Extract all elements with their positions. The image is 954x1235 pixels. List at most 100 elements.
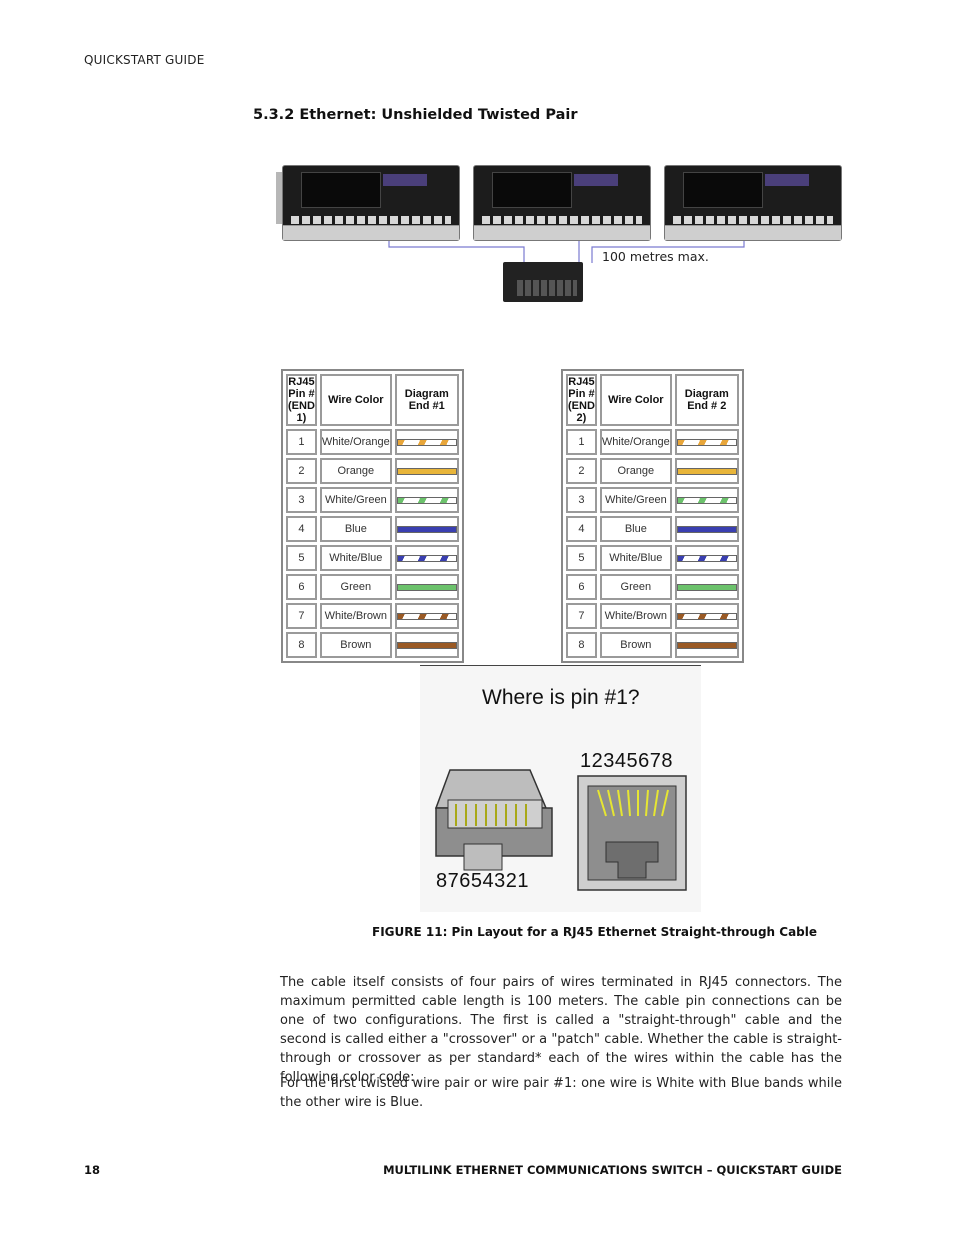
ethernet-switch	[503, 262, 583, 302]
wire-swatch	[676, 467, 737, 475]
wire-diagram-cell	[674, 603, 739, 629]
pin-number-cell: 5	[566, 545, 597, 571]
wire-swatch	[396, 438, 457, 446]
wire-color-cell: Brown	[319, 632, 392, 658]
wire-color-cell: Green	[319, 574, 392, 600]
pin-table-end-1: RJ45 Pin # (END 1) Wire Color Diagram En…	[281, 369, 464, 663]
wire-color-cell: Brown	[599, 632, 672, 658]
wire-diagram-cell	[394, 545, 459, 571]
wire-diagram-cell	[674, 429, 739, 455]
wire-swatch	[676, 641, 737, 649]
wire-swatch	[396, 641, 457, 649]
wire-swatch	[676, 525, 737, 533]
pin-number-cell: 4	[286, 516, 317, 542]
pin-number-cell: 8	[286, 632, 317, 658]
wire-diagram-cell	[394, 516, 459, 542]
figure-caption: FIGURE 11: Pin Layout for a RJ45 Etherne…	[372, 925, 818, 939]
relay-device-3	[664, 165, 842, 241]
wire-color-cell: White/Orange	[319, 429, 392, 455]
column-header: Diagram End #1	[394, 374, 459, 426]
wire-diagram-cell	[674, 487, 739, 513]
wire-color-cell: Blue	[599, 516, 672, 542]
wire-color-cell: Orange	[319, 458, 392, 484]
rj45-jack-illustration	[577, 775, 687, 891]
column-header: Diagram End # 2	[674, 374, 739, 426]
wire-swatch	[676, 583, 737, 591]
page-number: 18	[84, 1163, 101, 1177]
pin-number-cell: 5	[286, 545, 317, 571]
wire-color-cell: White/Orange	[599, 429, 672, 455]
wire-diagram-cell	[394, 429, 459, 455]
pin-number-cell: 3	[286, 487, 317, 513]
column-header: RJ45 Pin # (END 2)	[566, 374, 597, 426]
pin-number-cell: 1	[286, 429, 317, 455]
pin-number-cell: 8	[566, 632, 597, 658]
wire-diagram-cell	[674, 516, 739, 542]
pin-number-cell: 7	[286, 603, 317, 629]
column-header: RJ45 Pin # (END 1)	[286, 374, 317, 426]
wire-diagram-cell	[674, 458, 739, 484]
body-paragraph: For the first twisted wire pair or wire …	[280, 1076, 842, 1110]
wire-diagram-cell	[394, 458, 459, 484]
wire-color-cell: White/Brown	[319, 603, 392, 629]
wire-diagram-cell	[394, 574, 459, 600]
body-paragraph: The cable itself consists of four pairs …	[280, 975, 842, 1085]
cable-lines	[388, 237, 745, 263]
rj45-figure-title: Where is pin #1?	[482, 686, 640, 709]
pin-number-cell: 1	[566, 429, 597, 455]
plug-pin-numbers: 87654321	[436, 870, 529, 892]
pin-number-cell: 4	[566, 516, 597, 542]
wire-diagram-cell	[674, 545, 739, 571]
pin-number-cell: 7	[566, 603, 597, 629]
wire-diagram-cell	[394, 603, 459, 629]
column-header: Wire Color	[599, 374, 672, 426]
section-title: 5.3.2 Ethernet: Unshielded Twisted Pair	[253, 107, 578, 123]
wire-color-cell: White/Blue	[319, 545, 392, 571]
pin-table-end-2: RJ45 Pin # (END 2) Wire Color Diagram En…	[561, 369, 744, 663]
wire-swatch	[396, 554, 457, 562]
wire-color-cell: White/Blue	[599, 545, 672, 571]
wire-diagram-cell	[674, 632, 739, 658]
jack-pin-numbers: 12345678	[580, 750, 673, 772]
running-header: QUICKSTART GUIDE	[84, 53, 205, 67]
pin-number-cell: 6	[566, 574, 597, 600]
wire-swatch	[676, 438, 737, 446]
wire-swatch	[396, 525, 457, 533]
wire-swatch	[396, 583, 457, 591]
wire-diagram-cell	[394, 487, 459, 513]
wire-swatch	[396, 496, 457, 504]
relay-device-2	[473, 165, 651, 241]
wire-swatch	[676, 612, 737, 620]
cable-length-note: 100 metres max.	[602, 249, 709, 264]
wire-color-cell: White/Brown	[599, 603, 672, 629]
rj45-pin-figure: Where is pin #1? 12345678	[420, 665, 701, 912]
wire-color-cell: Blue	[319, 516, 392, 542]
pin-number-cell: 2	[566, 458, 597, 484]
wire-swatch	[676, 554, 737, 562]
pin-number-cell: 2	[286, 458, 317, 484]
footer-title: MULTILINK ETHERNET COMMUNICATIONS SWITCH…	[383, 1163, 842, 1177]
wire-swatch	[676, 496, 737, 504]
rj45-connectors	[434, 769, 687, 891]
relay-device-1	[276, 165, 460, 241]
wire-color-cell: Orange	[599, 458, 672, 484]
wire-color-cell: Green	[599, 574, 672, 600]
wire-color-cell: White/Green	[319, 487, 392, 513]
wire-diagram-cell	[674, 574, 739, 600]
wire-swatch	[396, 467, 457, 475]
